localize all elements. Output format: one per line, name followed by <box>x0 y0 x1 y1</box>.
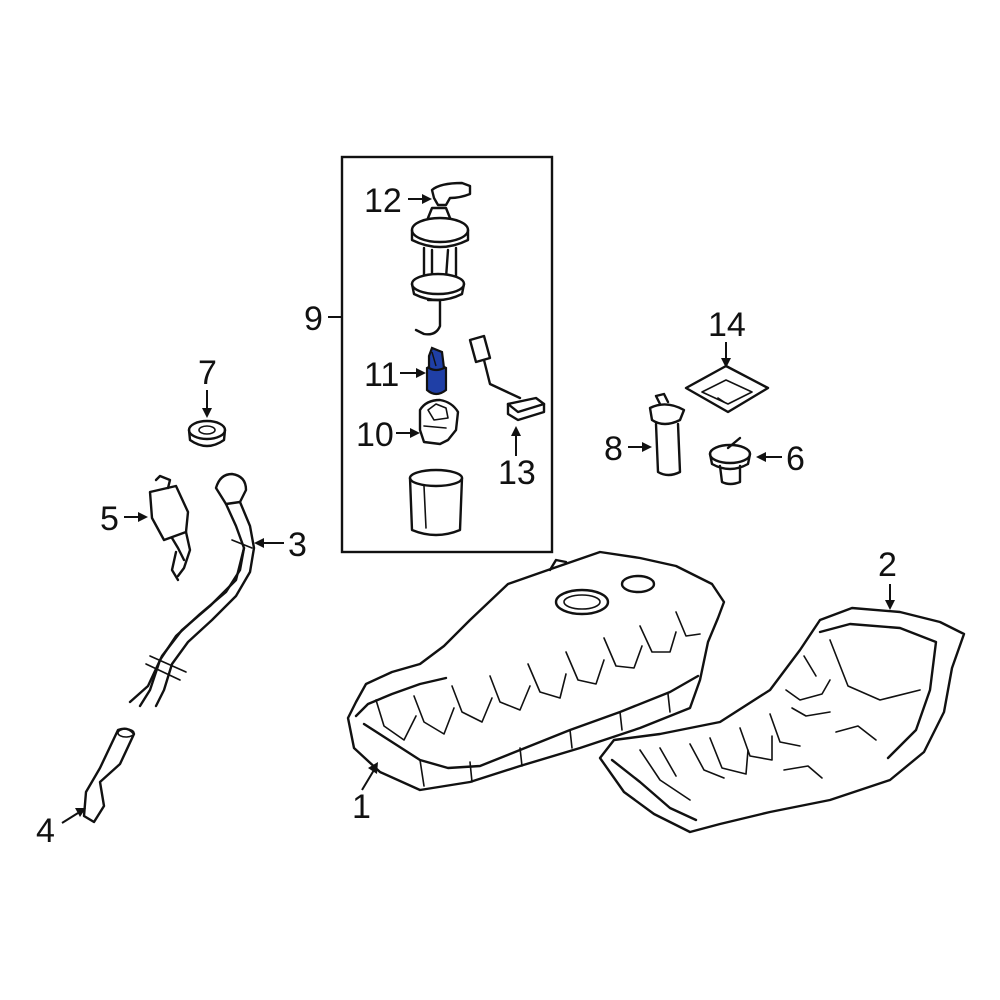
part-8-sending-unit[interactable] <box>648 392 686 477</box>
part-12-cover[interactable] <box>430 181 472 207</box>
callout-9: 9 <box>304 300 323 338</box>
callout-6: 6 <box>786 440 805 478</box>
part-14-gasket[interactable] <box>684 364 770 414</box>
callout-10: 10 <box>356 416 394 454</box>
part-3-filler-pipe[interactable] <box>128 472 256 708</box>
callout-4: 4 <box>36 812 55 850</box>
callout-11: 11 <box>364 356 399 394</box>
part-10-pump-housing[interactable] <box>418 398 460 446</box>
callout-1: 1 <box>352 788 371 826</box>
callout-8: 8 <box>604 430 623 468</box>
callout-7: 7 <box>198 354 217 392</box>
callout-13: 13 <box>498 454 536 492</box>
part-reservoir[interactable] <box>408 468 464 537</box>
part-5-vent-valve[interactable] <box>148 474 192 582</box>
callout-3: 3 <box>288 526 307 564</box>
part-2-tank-shield[interactable] <box>598 606 966 834</box>
part-9-pump-module[interactable] <box>410 206 470 336</box>
callout-2: 2 <box>878 546 897 584</box>
callout-14: 14 <box>708 306 746 344</box>
part-7-grommet[interactable] <box>187 419 227 448</box>
part-13-fuel-level-sender[interactable] <box>468 334 546 422</box>
callout-5: 5 <box>100 500 119 538</box>
part-11-fuel-filter[interactable] <box>425 346 448 396</box>
kit-box <box>340 155 554 554</box>
part-1-fuel-tank[interactable] <box>346 550 726 792</box>
part-6-cap[interactable] <box>708 436 752 486</box>
callout-12: 12 <box>364 182 402 220</box>
part-4-hose[interactable] <box>82 727 136 824</box>
